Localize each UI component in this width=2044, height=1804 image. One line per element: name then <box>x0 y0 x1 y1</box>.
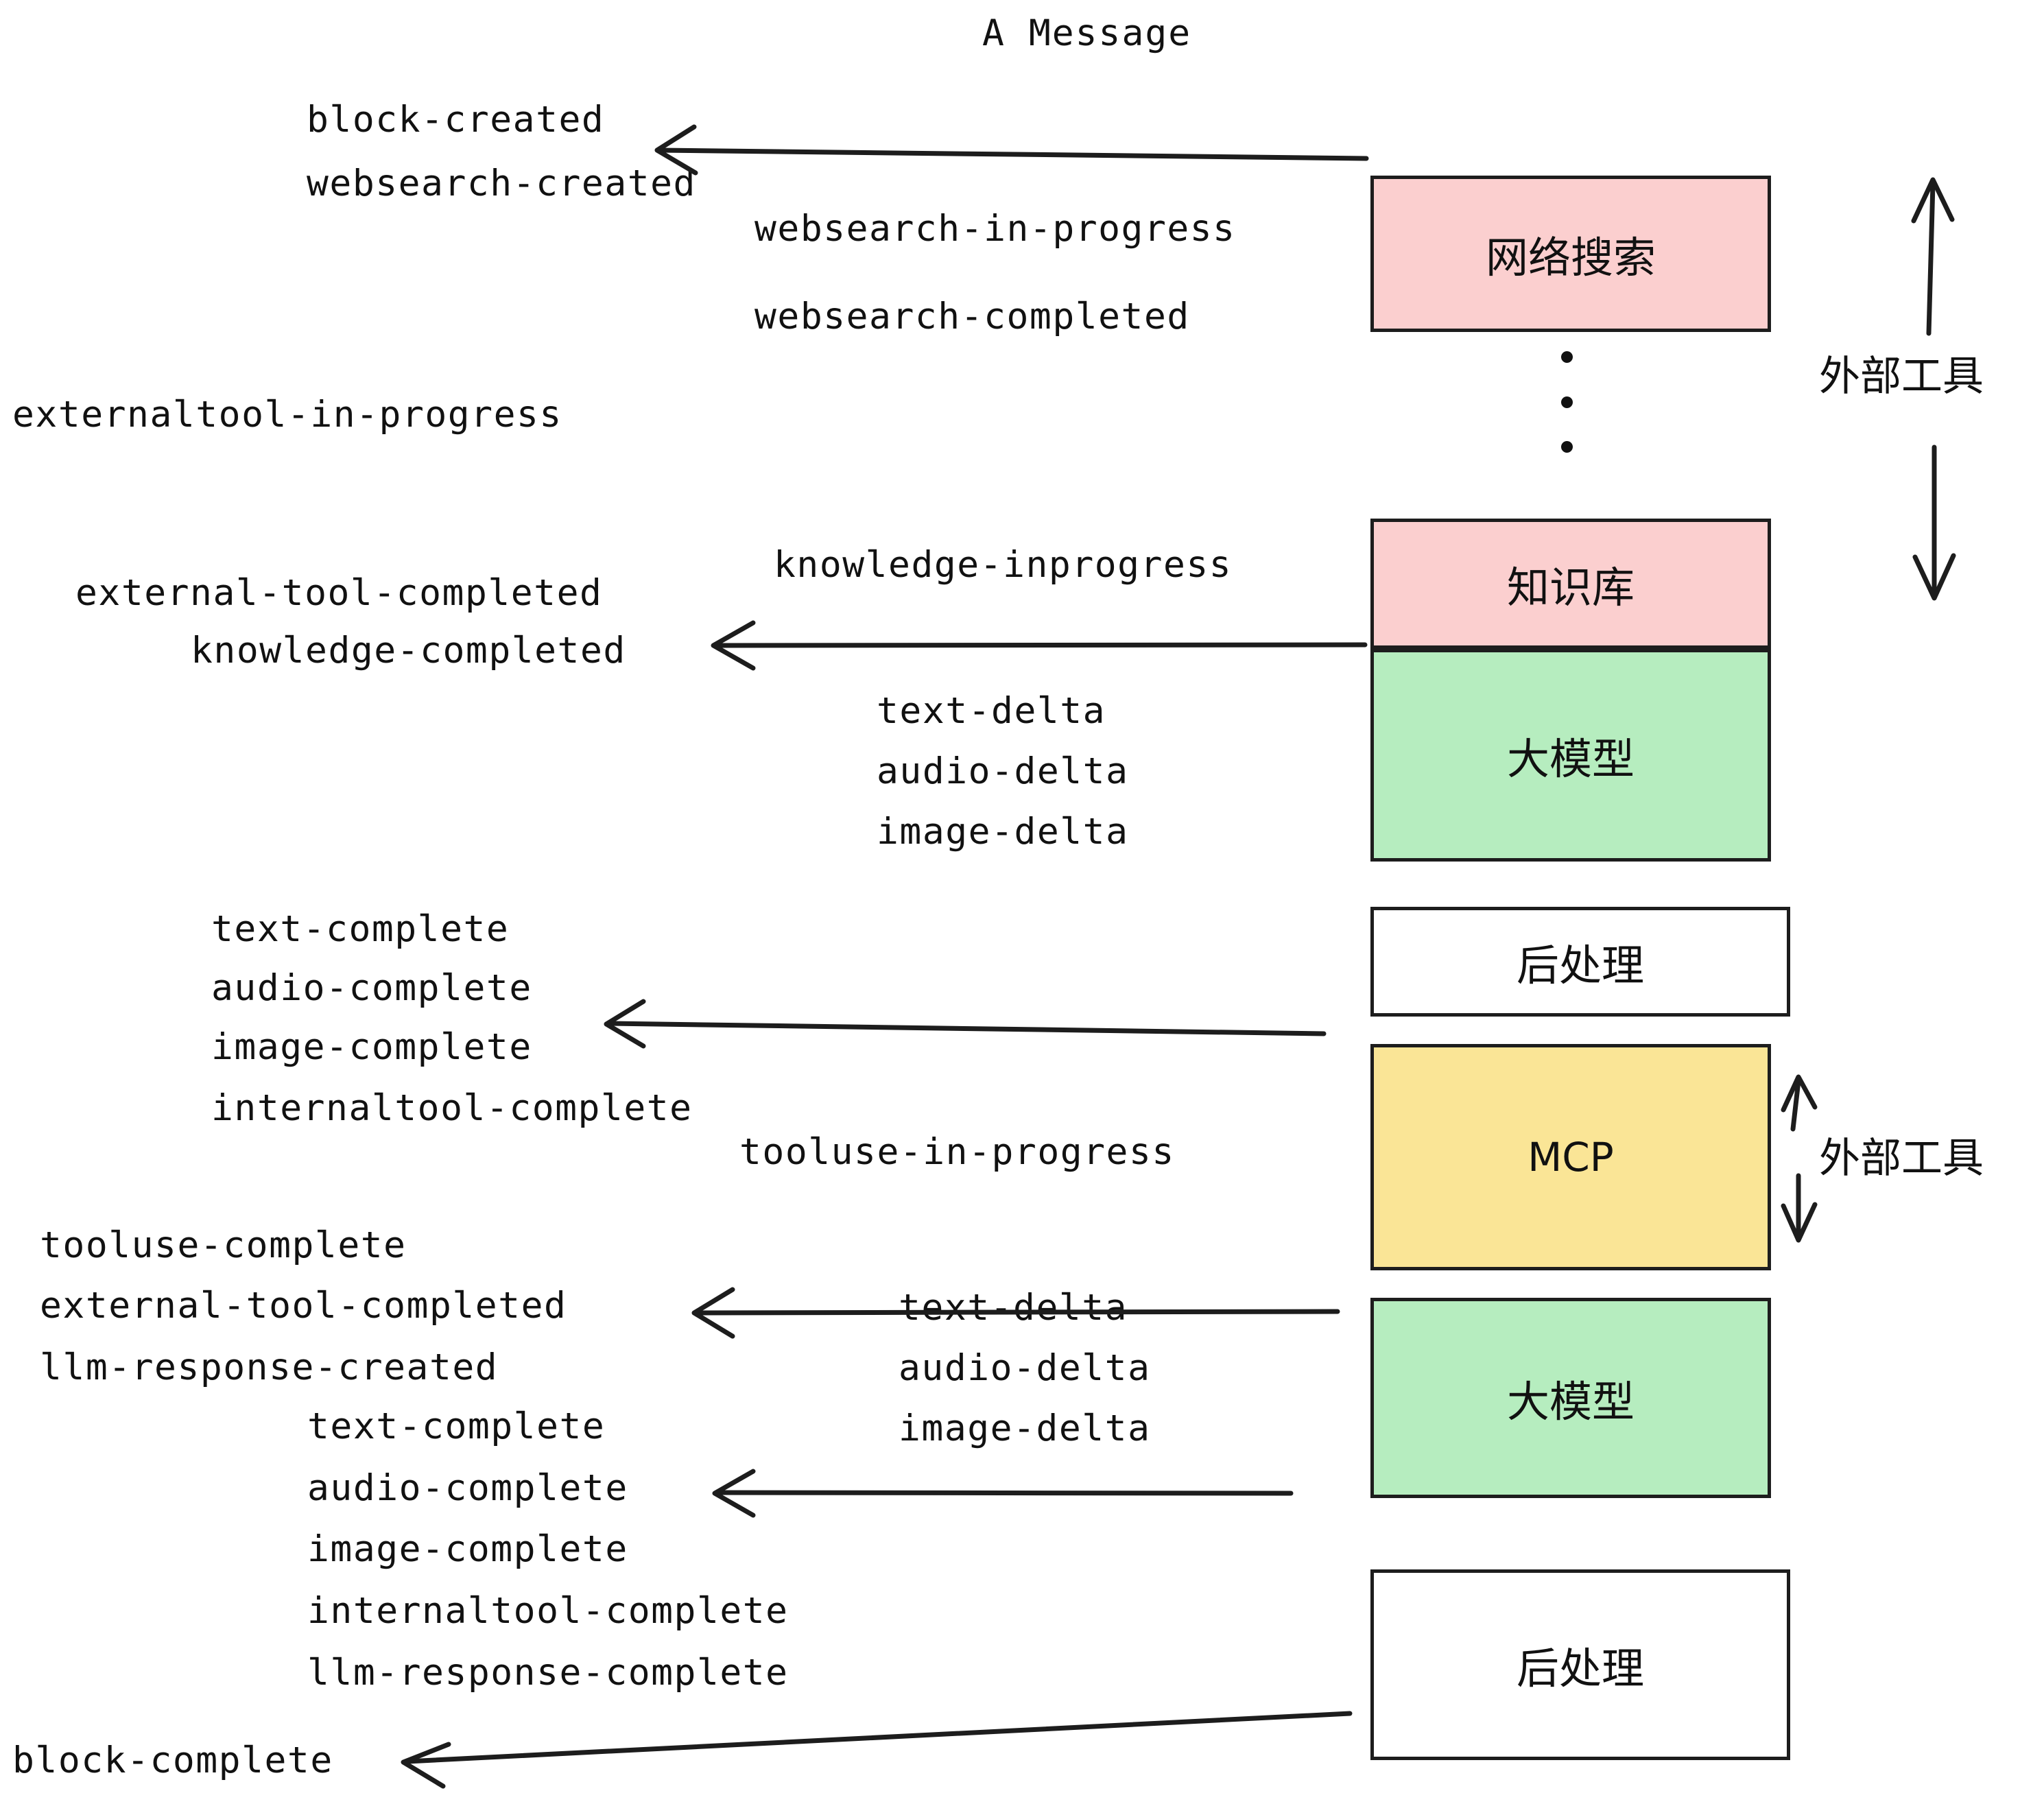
box-websearch[interactable]: 网络搜索 <box>1370 176 1771 332</box>
event-label-internaltool-complete-2: internaltool-complete <box>307 1590 789 1632</box>
diagram-title: A Message <box>982 12 1192 54</box>
event-label-tooluse-in-progress: tooluse-in-progress <box>739 1131 1175 1173</box>
event-label-internaltool-complete-1: internaltool-complete <box>211 1087 693 1129</box>
event-label-text-delta-2: text-delta <box>899 1287 1128 1329</box>
event-label-llm-response-complete: llm-response-complete <box>307 1652 789 1694</box>
event-label-llm-response-created: llm-response-created <box>40 1346 499 1388</box>
vertical-ellipsis <box>1560 351 1573 453</box>
external-tool-label-top: 外部工具 <box>1819 353 1984 401</box>
arrow-websearch-to-created <box>654 124 1369 176</box>
arrow-postprocess2-to-block-complete <box>401 1711 1353 1789</box>
event-label-knowledge-completed: knowledge-completed <box>191 630 626 672</box>
box-postprocess-2-label: 后处理 <box>1516 1643 1644 1694</box>
event-label-audio-delta-2: audio-delta <box>899 1347 1151 1389</box>
box-llm-2[interactable]: 大模型 <box>1370 1298 1771 1498</box>
box-mcp[interactable]: MCP <box>1370 1044 1771 1270</box>
ellipsis-dot <box>1560 396 1573 408</box>
event-label-websearch-created: websearch-created <box>307 163 696 204</box>
box-websearch-label: 网络搜索 <box>1485 233 1656 283</box>
box-postprocess-1-label: 后处理 <box>1516 940 1644 990</box>
event-label-knowledge-inprogress: knowledge-inprogress <box>774 544 1233 586</box>
event-label-tooluse-complete: tooluse-complete <box>40 1224 407 1266</box>
event-label-text-complete-2: text-complete <box>307 1405 606 1447</box>
box-postprocess-1[interactable]: 后处理 <box>1370 907 1790 1017</box>
external-tool-double-arrow-bottom <box>1781 1074 1818 1243</box>
event-label-external-tool-completed-1: external-tool-completed <box>75 572 603 614</box>
event-label-image-delta-2: image-delta <box>899 1408 1151 1449</box>
box-mcp-label: MCP <box>1528 1134 1614 1180</box>
arrow-postprocess1-to-image-complete <box>604 999 1327 1049</box>
arrow-llm2-to-audio-complete <box>712 1469 1294 1518</box>
event-label-text-complete-1: text-complete <box>211 908 510 950</box>
box-knowledge-label: 知识库 <box>1506 562 1635 613</box>
event-label-block-created: block-created <box>307 99 605 141</box>
box-llm-1-label: 大模型 <box>1506 734 1635 784</box>
event-label-externaltool-in-progress: externaltool-in-progress <box>12 394 562 436</box>
box-llm-1[interactable]: 大模型 <box>1370 649 1771 862</box>
event-label-audio-delta-1: audio-delta <box>877 750 1129 792</box>
event-label-websearch-in-progress: websearch-in-progress <box>754 208 1236 250</box>
event-label-audio-complete-2: audio-complete <box>307 1467 628 1509</box>
ellipsis-dot <box>1560 441 1573 453</box>
event-label-image-complete-1: image-complete <box>211 1026 532 1068</box>
event-label-external-tool-completed-2: external-tool-completed <box>40 1285 567 1327</box>
event-label-websearch-completed: websearch-completed <box>754 296 1190 337</box>
arrow-knowledge-to-completed <box>711 620 1368 671</box>
box-postprocess-2[interactable]: 后处理 <box>1370 1569 1790 1760</box>
event-label-image-complete-2: image-complete <box>307 1528 628 1570</box>
event-label-block-complete: block-complete <box>12 1740 333 1781</box>
event-label-image-delta-1: image-delta <box>877 811 1129 853</box>
event-label-text-delta-1: text-delta <box>877 690 1106 732</box>
external-tool-label-bottom: 外部工具 <box>1819 1135 1984 1183</box>
box-llm-2-label: 大模型 <box>1506 1377 1635 1427</box>
ellipsis-dot <box>1560 351 1573 363</box>
event-label-audio-complete-1: audio-complete <box>211 967 532 1009</box>
box-knowledge[interactable]: 知识库 <box>1370 519 1771 649</box>
